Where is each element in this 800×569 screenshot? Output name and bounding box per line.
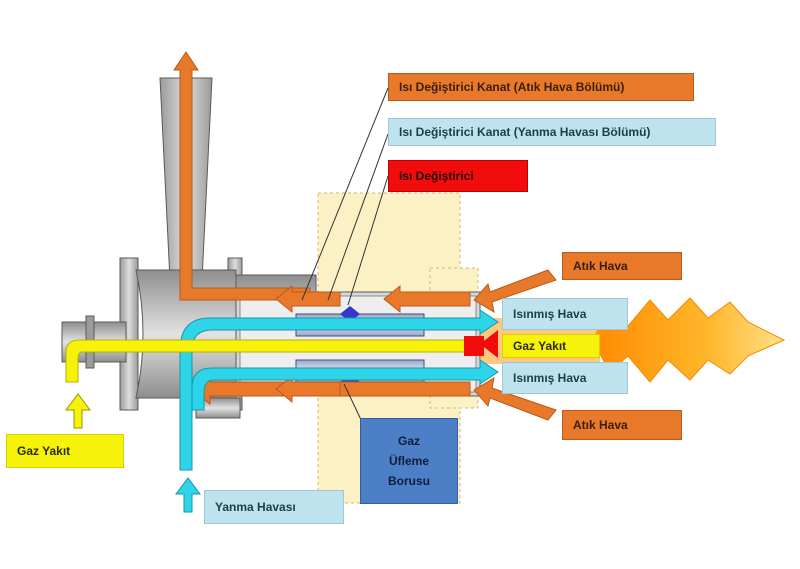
label-gas-blow-pipe-line1: Gaz bbox=[397, 434, 420, 448]
label-gas-blow-pipe: Gaz Üfleme Borusu bbox=[360, 418, 458, 504]
waste-air-flow bbox=[173, 51, 471, 406]
label-heated-air-top: Isınmış Hava bbox=[502, 298, 628, 330]
leader-lines bbox=[301, 87, 389, 427]
arrow-up-icon bbox=[175, 477, 201, 513]
label-heat-exchanger-fin-waste-air: Isı Değiştirici Kanat (Atık Hava Bölümü) bbox=[388, 73, 694, 101]
label-combustion-air: Yanma Havası bbox=[204, 490, 344, 524]
label-waste-air-top: Atık Hava bbox=[562, 252, 682, 280]
label-heat-exchanger: Isı Değiştirici bbox=[388, 160, 528, 192]
label-heated-air-bottom: Isınmış Hava bbox=[502, 362, 628, 394]
arrow-left-icon bbox=[473, 376, 557, 421]
arrow-left-icon bbox=[473, 269, 557, 314]
label-gas-fuel-left: Gaz Yakıt bbox=[6, 434, 124, 468]
label-gas-blow-pipe-line3: Borusu bbox=[388, 474, 430, 488]
gas-nozzle bbox=[464, 330, 498, 358]
label-heat-exchanger-fin-combustion-air: Isı Değiştirici Kanat (Yanma Havası Bölü… bbox=[388, 118, 716, 146]
label-gas-blow-pipe-line2: Üfleme bbox=[388, 454, 429, 468]
label-gas-fuel-right: Gaz Yakıt bbox=[502, 334, 600, 358]
label-waste-air-bottom: Atık Hava bbox=[562, 410, 682, 440]
arrow-up-icon bbox=[65, 393, 91, 429]
